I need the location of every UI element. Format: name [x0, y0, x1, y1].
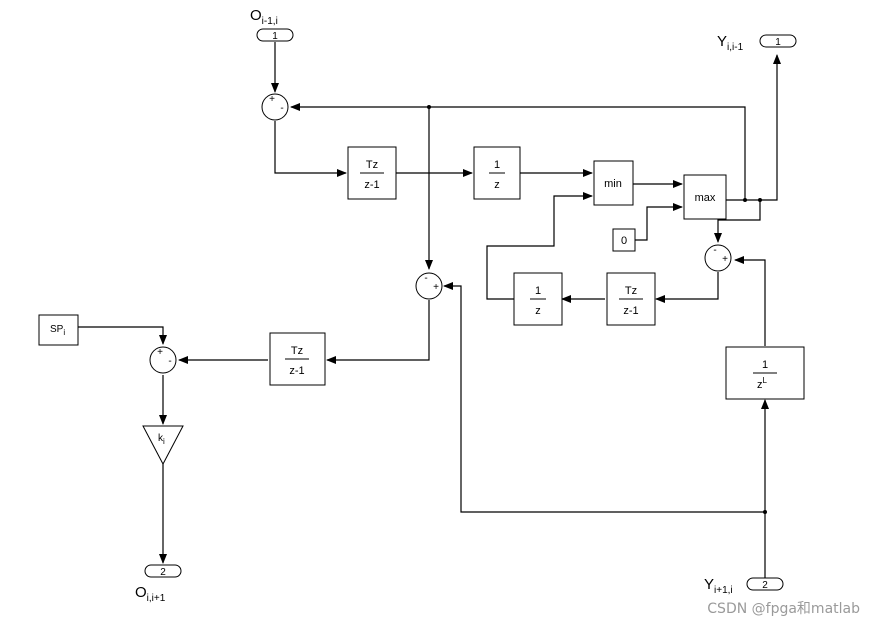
sum-block-2-minus: - — [713, 245, 716, 256]
unit-delay-block-2[interactable]: 1 z — [513, 272, 563, 326]
watermark-text: CSDN @fpga和matlab — [707, 601, 860, 617]
inport-2-number: 2 — [762, 580, 768, 591]
sum-block-4-minus: - — [168, 356, 171, 367]
sum-block-3-shape[interactable] — [415, 272, 443, 300]
discrete-tf-block-3-num: Tz — [291, 345, 303, 357]
outport-1-label: Yi,i-1 — [717, 33, 744, 53]
discrete-tf-block-1-den: z-1 — [364, 179, 379, 191]
sum-block-3-minus: - — [424, 273, 427, 284]
min-block-label: min — [604, 178, 622, 190]
outport-1-number: 1 — [775, 37, 781, 48]
max-block-shape[interactable] — [683, 174, 727, 220]
constant-zero-block-value: 0 — [621, 235, 627, 247]
gain-block-label: ki — [158, 433, 165, 446]
discrete-tf-block-2-num: Tz — [625, 285, 637, 297]
sum-block-3[interactable]: - + — [415, 272, 443, 300]
wire-sp-to-sum4 — [78, 326, 167, 345]
inport-1-number: 1 — [272, 31, 278, 42]
sum-block-2-plus: + — [722, 254, 728, 265]
sum-block-4[interactable]: + - — [149, 346, 177, 374]
discrete-tf-block-1[interactable]: Tz z-1 — [347, 146, 397, 200]
discrete-tf-block-3[interactable]: Tz z-1 — [269, 332, 326, 386]
sum-block-2-shape[interactable] — [704, 244, 732, 272]
sum-block-2[interactable]: - + — [704, 244, 732, 272]
setpoint-block-label: SPi — [50, 324, 65, 337]
sum-block-1-plus: + — [269, 94, 275, 105]
outport-2-label: Oi,i+1 — [135, 584, 166, 604]
wire-max-to-sum2 — [714, 200, 761, 243]
discrete-tf-block-2[interactable]: Tz z-1 — [606, 272, 656, 326]
constant-zero-block[interactable]: 0 — [612, 228, 636, 252]
constant-zero-block-shape[interactable] — [612, 228, 636, 252]
gain-block[interactable]: ki — [142, 425, 184, 466]
unit-delay-block-2-num: 1 — [535, 285, 541, 297]
sum-block-4-plus: + — [157, 347, 163, 358]
outport-1-shape[interactable] — [759, 34, 797, 48]
unit-delay-block-1-num: 1 — [494, 159, 500, 171]
wire-delay2-to-min — [486, 192, 593, 300]
wire-feedback-to-sum1 — [290, 103, 746, 200]
wires — [78, 42, 781, 578]
junction-dot — [743, 198, 747, 202]
delay-L-block-den: zL — [757, 376, 768, 391]
sum-block-1-shape[interactable] — [261, 93, 289, 121]
inport-2-shape[interactable] — [746, 577, 784, 591]
unit-delay-block-1[interactable]: 1 z — [473, 146, 521, 200]
wire-to-out1 — [760, 54, 781, 201]
junction-dot — [758, 198, 762, 202]
max-block[interactable]: max — [683, 174, 727, 220]
wire-sum3-to-tf3 — [326, 300, 430, 364]
gain-block-shape[interactable] — [142, 425, 184, 466]
delay-L-block-num: 1 — [762, 359, 768, 371]
sum-block-4-shape[interactable] — [149, 346, 177, 374]
outport-2[interactable]: 2 Oi,i+1 — [135, 564, 182, 604]
delay-L-block[interactable]: 1 zL — [725, 346, 805, 400]
wire-sum1-to-tf1 — [274, 121, 347, 177]
outport-2-number: 2 — [160, 567, 166, 578]
wire-delayL-to-sum2 — [734, 256, 766, 346]
sum-block-1[interactable]: + - — [261, 93, 289, 121]
wire-sum2-to-tf2 — [655, 272, 719, 303]
junction-dot — [427, 105, 431, 109]
unit-delay-block-2-den: z — [535, 305, 541, 317]
discrete-tf-block-3-den: z-1 — [289, 365, 304, 377]
sum-block-3-plus: + — [433, 282, 439, 293]
inport-1-label: Oi-1,i — [250, 7, 278, 27]
wire-in2-to-sum3 — [443, 282, 765, 513]
junction-dot — [763, 510, 767, 514]
outport-2-shape[interactable] — [144, 564, 182, 578]
inport-1[interactable]: 1 Oi-1,i — [250, 7, 294, 42]
max-block-label: max — [695, 192, 716, 204]
setpoint-block[interactable]: SPi — [38, 314, 79, 346]
setpoint-block-shape[interactable] — [38, 314, 79, 346]
min-block[interactable]: min — [593, 160, 634, 206]
unit-delay-block-1-den: z — [494, 179, 500, 191]
wire-const0-to-max — [635, 203, 683, 241]
inport-1-shape[interactable] — [256, 28, 294, 42]
min-block-shape[interactable] — [593, 160, 634, 206]
sum-block-1-minus: - — [280, 103, 283, 114]
outport-1[interactable]: 1 Yi,i-1 — [717, 33, 797, 53]
discrete-tf-block-2-den: z-1 — [623, 305, 638, 317]
discrete-tf-block-1-num: Tz — [366, 159, 378, 171]
inport-2[interactable]: 2 Yi+1,i — [704, 576, 784, 596]
inport-2-label: Yi+1,i — [704, 576, 733, 596]
